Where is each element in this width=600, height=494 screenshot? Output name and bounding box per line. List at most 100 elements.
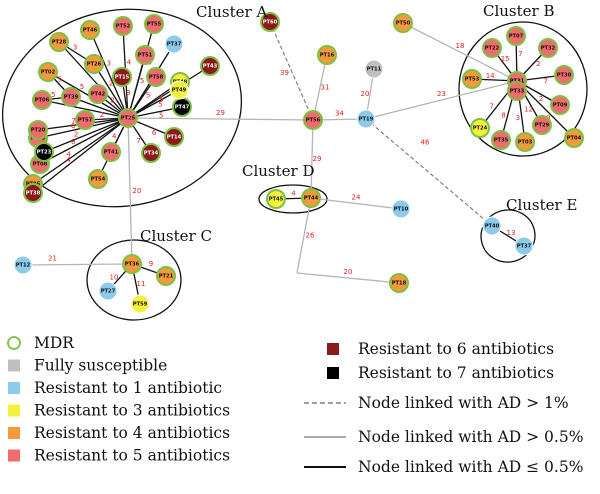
node-label: PT56: [306, 117, 321, 123]
node-label: PT24: [473, 125, 488, 131]
node-pt43: PT43: [200, 56, 220, 76]
edge-pt25-pt08: [39, 117, 129, 165]
node-pt46: PT46: [80, 20, 100, 40]
node-label: PT28: [52, 39, 67, 45]
legend-swatch: [8, 359, 20, 372]
node-label: PT57: [78, 117, 93, 123]
node-circle: [113, 16, 133, 36]
node-circle: [364, 59, 384, 79]
legend-swatch: [8, 382, 20, 394]
node-circle: [169, 80, 189, 100]
node-pt41: PT41: [101, 142, 121, 162]
node-pt44: PT44: [301, 188, 321, 208]
node-label: PT50: [396, 20, 411, 26]
node-label: PT09: [553, 102, 568, 108]
edge-label: 3: [73, 43, 77, 51]
node-pt34: PT34: [141, 143, 161, 163]
node-pt18: PT18: [389, 273, 409, 293]
node-label: PT53: [465, 76, 480, 82]
node-circle: [462, 69, 482, 89]
node-label: PT36: [125, 261, 140, 267]
node-pt50: PT50: [393, 13, 413, 33]
node-circle: [98, 281, 118, 301]
legend-mdr-ring-swatch: [7, 336, 21, 350]
cluster-b-outline: [458, 21, 588, 157]
node-circle: [317, 45, 337, 65]
node-pt33: PT33: [507, 81, 527, 101]
node-circle: [389, 273, 409, 293]
node-circle: [554, 65, 574, 85]
edge-label: 7: [543, 77, 547, 85]
node-circle: [532, 115, 552, 135]
edge-label: 7: [489, 103, 493, 111]
edge-label: 5: [159, 96, 163, 104]
cluster-c-label: Cluster C: [140, 227, 212, 245]
node-label: PT02: [41, 69, 56, 75]
edge-pt25-pt06: [41, 99, 129, 119]
edge-pt44-pt10: [310, 197, 402, 210]
node-label: PT51: [138, 52, 153, 58]
node-label: PT25: [121, 115, 136, 121]
legend-label: Node linked with AD ≤ 0.5%: [358, 458, 583, 476]
edge-pt01-pt18: [296, 272, 400, 284]
node-circle: [141, 143, 161, 163]
node-pt32: PT32: [538, 38, 558, 58]
node-circle: [122, 254, 142, 274]
legend-item-fully-susceptible: Fully susceptible: [8, 357, 167, 375]
node-pt20: PT20: [28, 120, 48, 140]
node-label: PT37: [517, 243, 532, 249]
node-circle: [164, 127, 184, 147]
cluster-d-label: Cluster D: [242, 162, 315, 180]
node-circle: [101, 142, 121, 162]
node-label: PT30: [557, 72, 572, 78]
node-circle: [391, 199, 411, 219]
edge-pt19-pt31: [365, 80, 518, 120]
node-label: PT20: [31, 127, 46, 133]
edge-label: 9: [149, 260, 153, 268]
edge-pt25-pt38: [32, 117, 129, 194]
node-label: PT14: [167, 134, 182, 140]
node-circle: [515, 132, 535, 152]
node-label: PT37: [167, 41, 182, 47]
node-pt49: PT49: [169, 80, 189, 100]
node-circle: [507, 81, 527, 101]
edge-pt19-pt40: [365, 118, 493, 227]
edge-label: 2: [536, 60, 540, 68]
edge-pt25-pt46: [89, 29, 129, 119]
node-circle: [514, 236, 534, 256]
edge-label: 39: [280, 69, 289, 77]
node-pt02: PT02: [38, 62, 58, 82]
node-pt40: PT40: [482, 216, 502, 236]
node-label: PT40: [485, 223, 500, 229]
node-pt06: PT06: [32, 90, 52, 110]
node-circle: [23, 183, 43, 203]
node-label: PT42: [91, 91, 106, 97]
node-label: PT12: [16, 262, 31, 268]
node-label: PT38: [26, 190, 41, 196]
edge-pt25-pt23: [43, 117, 129, 153]
legend-item-mdr: MDR: [7, 334, 75, 352]
edge-label: 5: [58, 75, 62, 83]
edge-label: 5: [159, 111, 163, 119]
node-label: PT54: [91, 176, 106, 182]
node-pt03: PT03: [515, 132, 535, 152]
edge-pt25-pt28: [58, 41, 129, 119]
edge-label: 15: [501, 55, 510, 63]
node-pt35: PT35: [491, 130, 511, 150]
node-label: PT04: [567, 135, 582, 141]
node-circle: [118, 108, 138, 128]
node-pt54: PT54: [88, 169, 108, 189]
edge-label: 10: [110, 274, 119, 282]
node-circle: [491, 130, 511, 150]
edge-pt16-pt56: [312, 54, 328, 121]
node-pt24: PT24: [470, 118, 490, 138]
node-pt57: PT57: [75, 110, 95, 130]
node-pt38: PT38: [23, 183, 43, 203]
edge-label: 4: [66, 150, 71, 158]
node-circle: [75, 110, 95, 130]
node-pt15: PT15: [112, 67, 132, 87]
node-circle: [470, 118, 490, 138]
node-pt55: PT55: [144, 14, 164, 34]
node-pt45: PT45: [266, 189, 286, 209]
edge-label: 7: [518, 50, 522, 58]
